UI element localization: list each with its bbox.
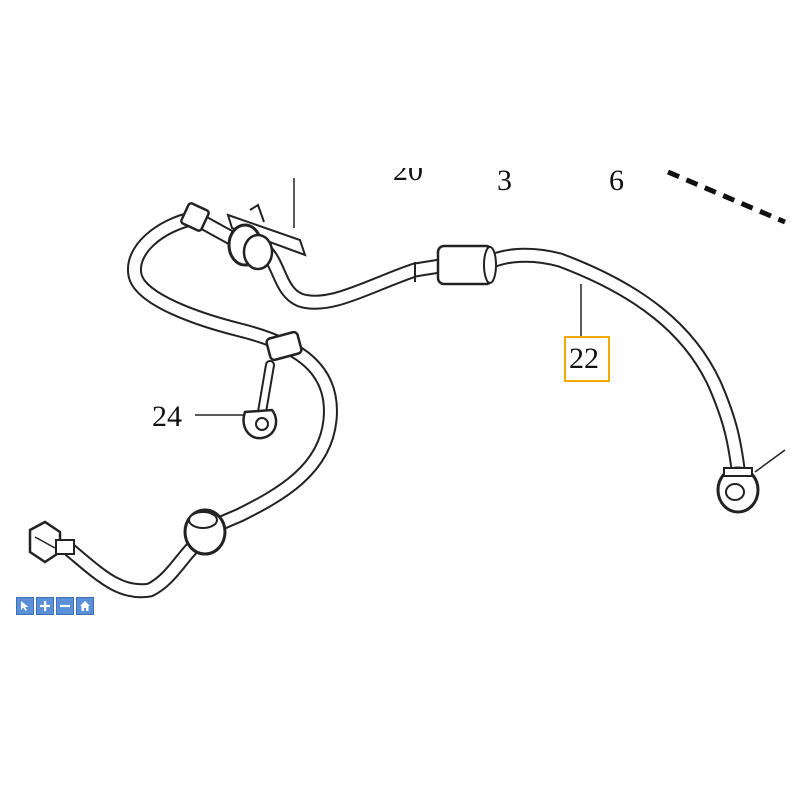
zoom-out-icon[interactable] (56, 597, 74, 615)
middle-clip (257, 330, 303, 417)
callout-20[interactable]: 20 (393, 154, 423, 187)
zoom-in-icon[interactable] (36, 597, 54, 615)
sleeve (414, 244, 497, 286)
dashed-line (667, 169, 786, 225)
callout-22[interactable]: 22 (564, 336, 610, 382)
select-icon[interactable] (16, 597, 34, 615)
grommet (183, 508, 227, 556)
callout-24[interactable]: 24 (152, 400, 182, 433)
left-fitting (28, 520, 75, 564)
loop-connector (180, 202, 210, 232)
clip-24 (195, 408, 278, 440)
callout-6[interactable]: 6 (609, 164, 624, 197)
right-fitting (716, 449, 786, 514)
callout-3[interactable]: 3 (497, 164, 512, 197)
upper-clip (226, 178, 307, 271)
zoom-toolbar (16, 597, 94, 615)
home-icon[interactable] (76, 597, 94, 615)
